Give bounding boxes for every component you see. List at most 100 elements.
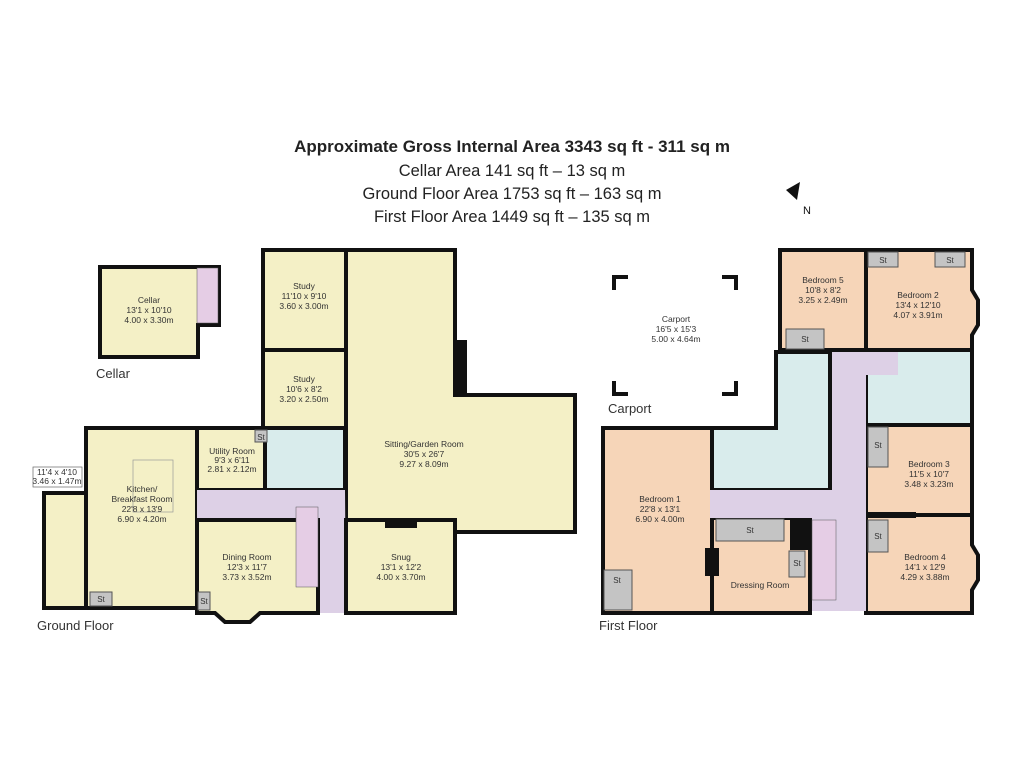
plan-label: 30'5 x 26'7 (404, 449, 445, 459)
plan-label: Kitchen/ (127, 484, 158, 494)
plan-shape (866, 512, 916, 518)
bedroom-2-store-1 (867, 251, 899, 268)
plan-label: 2.81 x 2.12m (207, 464, 256, 474)
plan-label: 4.29 x 3.88m (900, 572, 949, 582)
dressing-store (715, 518, 785, 542)
porch-dimension-box (32, 466, 83, 488)
cellar-label: Cellar (96, 366, 131, 381)
chimney-breast (453, 340, 467, 395)
plan-label: St (874, 441, 882, 450)
plan-label: 4.07 x 3.91m (893, 310, 942, 320)
kitchen-store (89, 591, 113, 607)
plan-label: 3.25 x 2.49m (798, 295, 847, 305)
ground-floor-area: Ground Floor Area 1753 sq ft – 163 sq m (362, 185, 662, 203)
plan-label: Snug (391, 552, 411, 562)
cellar-area: Cellar Area 141 sq ft – 13 sq m (398, 162, 626, 180)
cellar-stairs (196, 267, 219, 324)
carport (612, 275, 738, 396)
landing (710, 352, 898, 611)
bedroom-1-store (603, 569, 633, 611)
plan-label: 9.27 x 8.09m (399, 459, 448, 469)
plan-label: St (97, 595, 105, 604)
plan-shape (705, 548, 719, 576)
plan-label: 4.00 x 3.70m (376, 572, 425, 582)
bedroom-3-store (867, 426, 889, 468)
cellar-plan: Cellar 13'1 x 10'10 4.00 x 3.30m Cellar (96, 265, 221, 381)
bedroom-4-store (867, 519, 889, 553)
first-floor-area: First Floor Area 1449 sq ft – 135 sq m (373, 208, 651, 226)
plan-shape (722, 381, 738, 396)
plan-label: 13'4 x 12'10 (895, 300, 941, 310)
utility-room (195, 426, 267, 492)
plan-label: 11'5 x 10'7 (909, 469, 949, 479)
plan-label: Bedroom 1 (639, 494, 681, 504)
plan-label: Study (293, 281, 315, 291)
carport-label: Carport (608, 401, 652, 416)
ground-floor-plan: St St St Study 11'10 x 9'10 3.60 x 3.00m… (32, 248, 577, 633)
fireplace (385, 520, 417, 528)
plan-label: 3.48 x 3.23m (904, 479, 953, 489)
plan-label: 4.00 x 3.30m (124, 315, 173, 325)
plan-label: St (746, 526, 754, 535)
plan-label: Bedroom 5 (802, 275, 844, 285)
bedroom-5-store (785, 328, 825, 350)
plan-label: St (946, 256, 954, 265)
plan-label: 10'6 x 8'2 (286, 384, 322, 394)
area-title: Approximate Gross Internal Area 3343 sq … (294, 137, 730, 156)
plan-label: Bedroom 2 (897, 290, 939, 300)
plan-label: 3.73 x 3.52m (222, 572, 271, 582)
plan-label: Dining Room (222, 552, 271, 562)
plan-label: St (874, 532, 882, 541)
en-suite (710, 350, 832, 492)
plan-label: 6.90 x 4.20m (117, 514, 166, 524)
plan-label: 3.20 x 2.50m (279, 394, 328, 404)
plan-label: 10'8 x 8'2 (805, 285, 841, 295)
first-floor-label: First Floor (599, 618, 658, 633)
plan-label: Utility Room (209, 446, 255, 456)
snug (344, 518, 457, 615)
utility-store (254, 429, 268, 443)
plan-label: St (801, 335, 809, 344)
plan-shape (786, 182, 800, 200)
plan-label: Dressing Room (731, 580, 790, 590)
study-2 (261, 348, 348, 430)
plan-label: 9'3 x 6'11 (214, 455, 249, 465)
porch (42, 491, 88, 610)
plan-shape (790, 518, 810, 550)
plan-label: Study (293, 374, 315, 384)
plan-label: 22'8 x 13'9 (122, 504, 163, 514)
first-floor-stairs (811, 519, 837, 601)
north-arrow-icon: N (786, 182, 811, 217)
plan-shape (612, 275, 628, 290)
plan-label: St (613, 576, 621, 585)
plan-label: Breakfast Room (112, 494, 173, 504)
plan-label: Sitting/Garden Room (384, 439, 463, 449)
plan-label: Carport (662, 314, 691, 324)
plan-label: 22'8 x 13'1 (640, 504, 681, 514)
plan-label: N (803, 205, 811, 217)
main-stairs (295, 506, 319, 588)
plan-label: 11'10 x 9'10 (282, 291, 327, 301)
plan-label: 11'4 x 4'10 (37, 467, 77, 477)
plan-label: Cellar (138, 295, 160, 305)
plan-label: Bedroom 4 (904, 552, 946, 562)
plan-shape (612, 381, 628, 396)
cellar-room (98, 265, 221, 359)
plan-label: St (879, 256, 887, 265)
first-floor-plan: Carport 16'5 x 15'3 5.00 x 4.64m Carport… (599, 248, 980, 633)
wc (263, 426, 347, 492)
dining-store (197, 591, 211, 611)
plan-label: 13'1 x 10'10 (126, 305, 172, 315)
plan-label: 12'3 x 11'7 (227, 562, 267, 572)
dressing-store-2 (788, 550, 806, 578)
bedroom-4 (864, 513, 980, 615)
plan-label: 6.90 x 4.00m (635, 514, 684, 524)
plan-label: Bedroom 3 (908, 459, 950, 469)
plan-label: St (200, 597, 208, 606)
plan-label: St (793, 559, 801, 568)
plan-label: 16'5 x 15'3 (656, 324, 697, 334)
plan-label: 13'1 x 12'2 (381, 562, 422, 572)
plan-label: 14'1 x 12'9 (905, 562, 946, 572)
plan-shape (722, 275, 738, 290)
